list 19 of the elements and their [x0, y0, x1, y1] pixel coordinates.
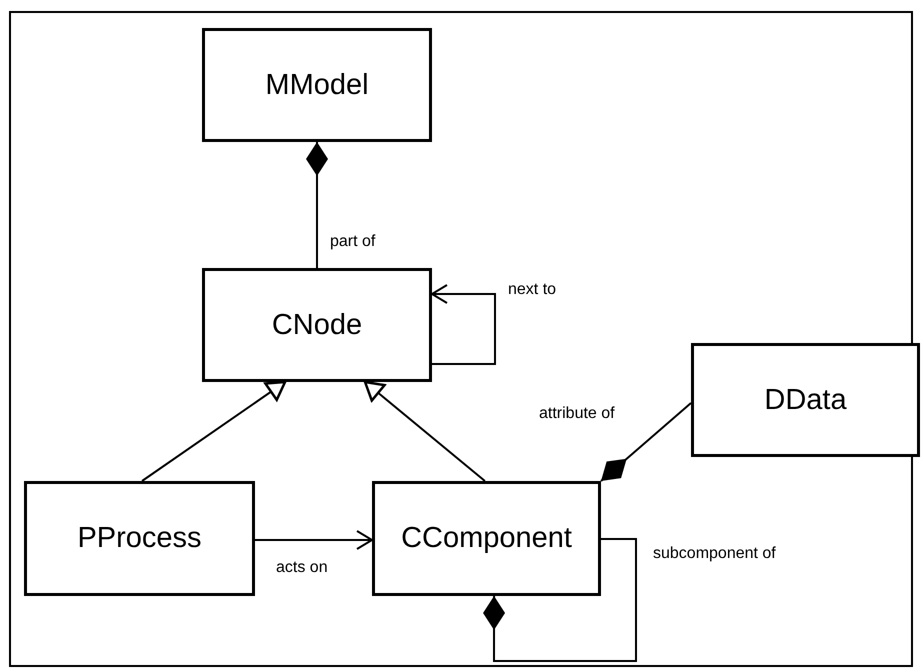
class-name: MModel	[265, 68, 369, 102]
edge-label: part of	[330, 233, 376, 251]
class-box	[372, 481, 601, 596]
edge-label: subcomponent of	[653, 545, 776, 563]
class-name: CNode	[272, 308, 362, 342]
class-box	[202, 28, 432, 142]
class-name: CComponent	[401, 522, 572, 555]
composition-line	[306, 142, 328, 268]
class-name: DData	[764, 384, 847, 416]
composition-line	[483, 538, 637, 662]
generalization-arrow	[141, 380, 286, 482]
class-box	[691, 343, 920, 457]
composition-line	[600, 402, 692, 482]
class-name: PProcess	[77, 522, 202, 555]
class-box	[24, 481, 255, 596]
class-box	[202, 268, 432, 382]
association-arrow	[431, 284, 496, 365]
generalization-arrow	[364, 380, 486, 482]
association-arrow	[255, 530, 373, 550]
